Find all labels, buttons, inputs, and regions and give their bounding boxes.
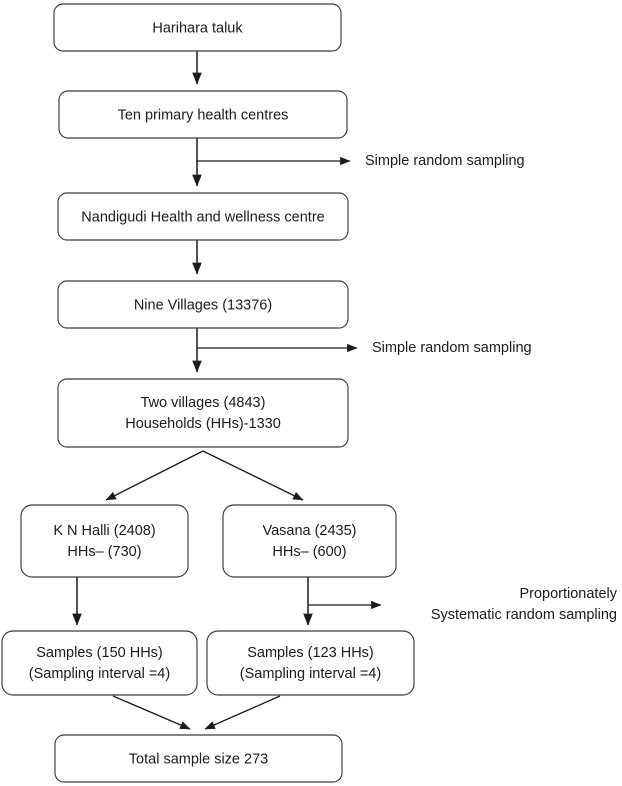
node-label-ten-primary-health-centres: Ten primary health centres (118, 107, 289, 123)
node-box-samples-123 (206, 630, 415, 696)
node-label-samples-123-line1: Samples (123 HHs) (247, 645, 374, 661)
node-label-nandigudi: Nandigudi Health and wellness centre (81, 209, 324, 225)
node-two-villages[interactable]: Two villages (4843) Households (HHs)-133… (57, 378, 349, 448)
node-label-two-villages-line2: Households (HHs)-1330 (125, 416, 281, 432)
node-box-nine-villages (57, 280, 349, 329)
node-label-kn-halli-line2: HHs– (730) (67, 544, 141, 560)
node-box-samples-150 (1, 630, 198, 696)
node-label-samples-150-line2: (Sampling interval =4) (29, 666, 170, 682)
node-nandigudi-health-and-wellness-centre[interactable]: Nandigudi Health and wellness centre (57, 192, 349, 241)
node-label-total-sample-size: Total sample size 273 (129, 751, 268, 767)
node-vasana[interactable]: Vasana (2435) HHs– (600) (222, 504, 397, 578)
node-ten-primary-health-centres[interactable]: Ten primary health centres (58, 90, 348, 139)
node-samples-150[interactable]: Samples (150 HHs) (Sampling interval =4) (1, 630, 198, 696)
node-label-harihara-taluk: Harihara taluk (152, 20, 243, 36)
annotation-proportionately: Proportionately (519, 586, 617, 602)
node-box-ten-primary-health-centres (58, 90, 348, 139)
node-harihara-taluk[interactable]: Harihara taluk (53, 3, 342, 52)
node-label-samples-123-line2: (Sampling interval =4) (240, 666, 381, 682)
edge-two-villages-to-vasana (202, 450, 304, 501)
node-box-two-villages (57, 378, 349, 448)
node-nine-villages[interactable]: Nine Villages (13376) (57, 280, 349, 329)
edge-samples150-to-total (112, 695, 191, 730)
node-kn-halli[interactable]: K N Halli (2408) HHs– (730) (20, 504, 189, 578)
node-box-kn-halli (20, 504, 189, 578)
connector-group (72, 51, 382, 730)
annotation-simple-random-sampling-2: Simple random sampling (372, 340, 532, 356)
node-label-kn-halli-line1: K N Halli (2408) (53, 523, 155, 539)
annotation-simple-random-sampling-1: Simple random sampling (365, 153, 525, 169)
node-label-vasana-line1: Vasana (2435) (262, 523, 356, 539)
node-label-nine-villages: Nine Villages (13376) (134, 297, 272, 313)
node-box-harihara-taluk (53, 3, 342, 52)
annotation-systematic-random-sampling: Systematic random sampling (431, 607, 617, 623)
node-box-total-sample-size (54, 734, 343, 783)
node-box-nandigudi (57, 192, 349, 241)
node-label-two-villages-line1: Two villages (4843) (141, 395, 266, 411)
edge-two-villages-to-knhalli (105, 450, 204, 501)
edge-samples123-to-total (204, 695, 281, 730)
node-box-vasana (222, 504, 397, 578)
node-label-samples-150-line1: Samples (150 HHs) (36, 645, 163, 661)
node-label-vasana-line2: HHs– (600) (272, 544, 346, 560)
node-total-sample-size[interactable]: Total sample size 273 (54, 734, 343, 783)
node-samples-123[interactable]: Samples (123 HHs) (Sampling interval =4) (206, 630, 415, 696)
